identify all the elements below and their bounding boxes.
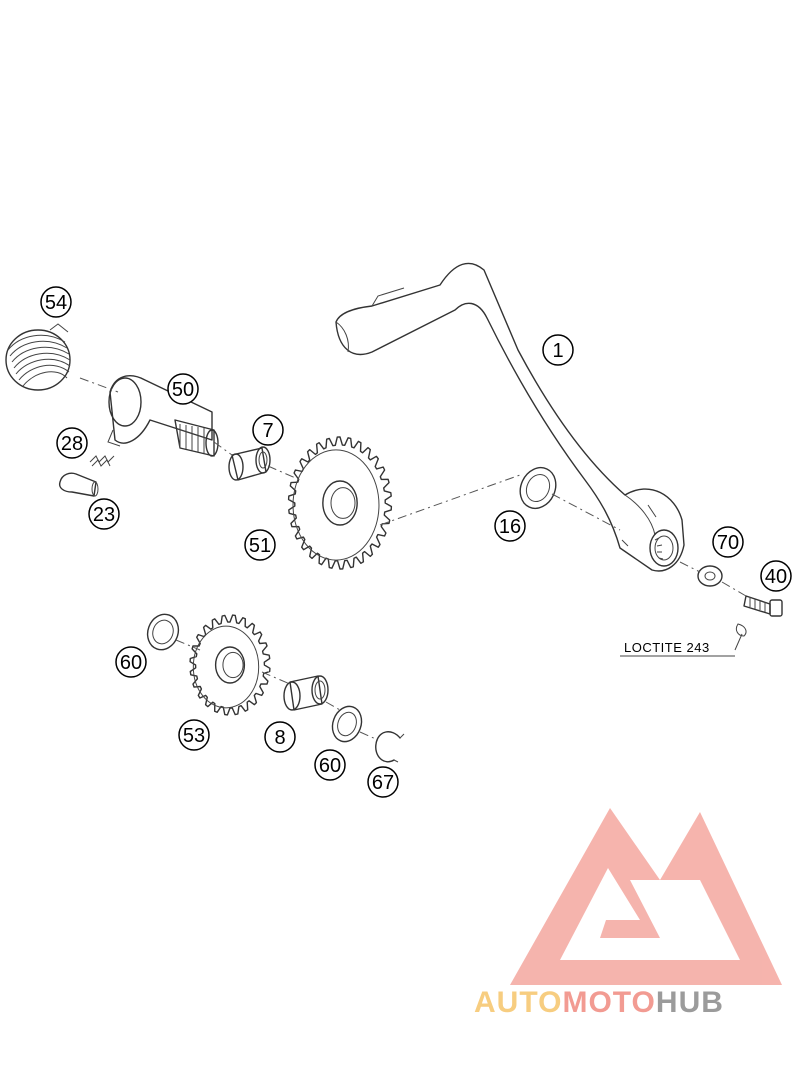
callout-60-left: 60 xyxy=(115,646,147,678)
callout-23: 23 xyxy=(88,498,120,530)
callout-60-right: 60 xyxy=(314,749,346,781)
callout-28: 28 xyxy=(56,427,88,459)
callout-50: 50 xyxy=(167,373,199,405)
callout-label: 51 xyxy=(249,535,271,557)
kickstarter-shaft xyxy=(107,375,219,457)
washer-70 xyxy=(697,565,723,587)
callout-16: 16 xyxy=(494,510,526,542)
washer-60-right xyxy=(331,705,363,743)
kickstarter-lever xyxy=(335,262,685,572)
callout-label: 28 xyxy=(61,433,83,455)
bolt-40 xyxy=(735,595,783,637)
callout-53: 53 xyxy=(178,719,210,751)
svg-text:AUTOMOTOHUB: AUTOMOTOHUB xyxy=(474,986,724,1019)
callout-7: 7 xyxy=(252,414,284,446)
pin xyxy=(58,472,99,497)
callout-label: 16 xyxy=(499,516,521,538)
loctite-note: LOCTITE 243 xyxy=(624,640,710,655)
callout-label: 1 xyxy=(552,340,563,362)
logo-triangle-mark xyxy=(510,808,782,985)
automotohub-watermark: AUTOMOTOHUB xyxy=(474,808,782,1019)
kickstarter-spring xyxy=(5,323,71,391)
washer-16 xyxy=(519,466,557,510)
callout-51: 51 xyxy=(244,529,276,561)
callout-label: 40 xyxy=(765,566,787,588)
callout-label: 60 xyxy=(319,755,341,777)
callout-54: 54 xyxy=(40,286,72,318)
callout-label: 53 xyxy=(183,725,205,747)
logo-text-hub: HUB xyxy=(656,986,724,1019)
intermediate-gear xyxy=(189,614,271,716)
callout-label: 60 xyxy=(120,652,142,674)
small-spring xyxy=(89,455,115,467)
loctite-leader xyxy=(620,633,743,657)
callout-70: 70 xyxy=(712,526,744,558)
callout-8: 8 xyxy=(264,721,296,753)
callout-label: 67 xyxy=(372,772,394,794)
washer-60-left xyxy=(146,613,180,651)
needle-bearing-7 xyxy=(228,446,271,481)
callout-label: 8 xyxy=(274,727,285,749)
circlip-67 xyxy=(375,731,405,763)
callout-40: 40 xyxy=(760,560,792,592)
callout-label: 70 xyxy=(717,532,739,554)
logo-text-auto: AUTO xyxy=(474,986,562,1019)
needle-bearing-8 xyxy=(283,675,329,711)
assembly-centerline xyxy=(79,377,747,741)
callout-1: 1 xyxy=(542,334,574,366)
callout-label: 7 xyxy=(262,420,273,442)
callout-label: 54 xyxy=(45,292,67,314)
callout-label: 23 xyxy=(93,504,115,526)
kickstarter-gear xyxy=(287,436,393,570)
callout-67: 67 xyxy=(367,766,399,798)
logo-text-moto: MOTO xyxy=(562,986,655,1019)
callout-label: 50 xyxy=(172,379,194,401)
